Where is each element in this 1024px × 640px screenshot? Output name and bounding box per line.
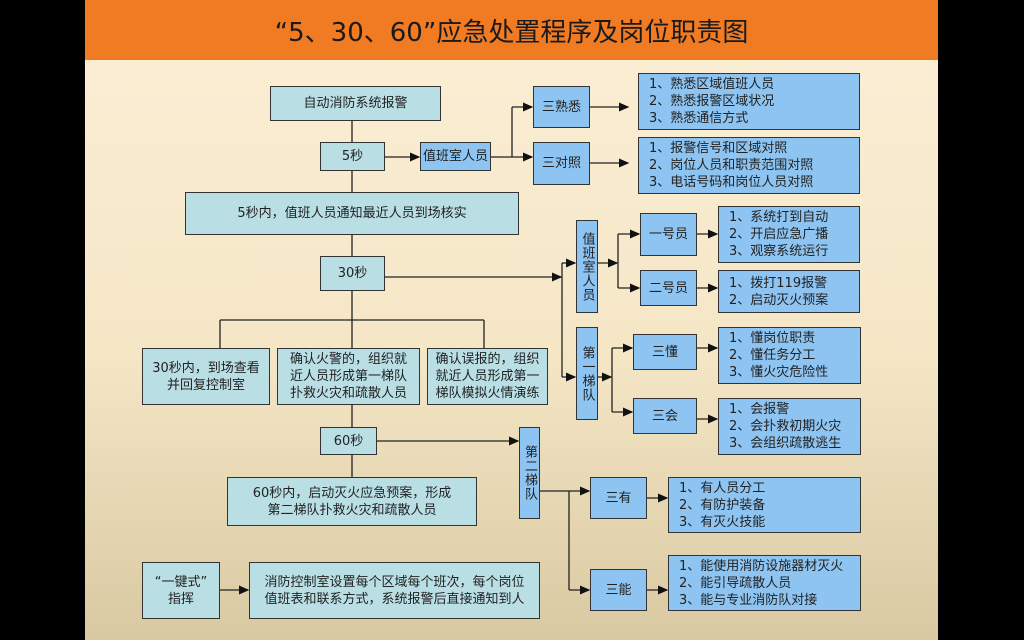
- text-line: 确认火警的，组织就: [289, 352, 407, 367]
- second-team-box: 第二梯队: [519, 427, 540, 519]
- list-item: 1、懂岗位职责: [729, 331, 816, 346]
- text-line: 第二梯队扑救火灾和疏散人员: [267, 502, 437, 518]
- three-familiar-list: 1、熟悉区域值班人员 2、熟悉报警区域状况 3、熟悉通信方式: [638, 73, 860, 130]
- list-item: 1、拨打119报警: [729, 275, 828, 291]
- label: 三懂: [651, 344, 678, 360]
- 5-seconds-label: 5秒: [341, 149, 364, 164]
- list-item: 3、有灭火技能: [679, 514, 766, 530]
- three-understand-list: 1、懂岗位职责 2、懂任务分工 3、懂火灾危险性: [718, 327, 861, 384]
- list-item: 3、观察系统运行: [729, 244, 829, 259]
- three-have-box: 三有: [590, 477, 647, 519]
- text-line: 确认误报的，组织: [435, 352, 540, 367]
- member-2-box: 二号员: [640, 270, 697, 306]
- 30-seconds-label: 30秒: [337, 266, 368, 281]
- 5-seconds-action-label: 5秒内，值班人员通知最近人员到场核实: [237, 206, 467, 221]
- one-key-command-box: “一键式”指挥: [142, 562, 220, 619]
- label: 第一梯队: [579, 345, 595, 402]
- member-1-box: 一号员: [640, 213, 697, 256]
- first-team-box: 第一梯队: [576, 327, 598, 420]
- alarm-label: 自动消防系统报警: [303, 96, 408, 111]
- three-familiar-box: 三熟悉: [533, 86, 590, 128]
- text-line: 扑救火灾和疏散人员: [289, 386, 407, 401]
- list-item: 3、熟悉通信方式: [649, 111, 749, 126]
- label: 二号员: [648, 280, 688, 296]
- list-item: 1、熟悉区域值班人员: [649, 77, 775, 92]
- three-check-box: 三对照: [533, 142, 590, 185]
- 60-seconds-label: 60秒: [333, 433, 364, 449]
- 60-seconds-action-box: 60秒内，启动灭火应急预案，形成第二梯队扑救火灾和疏散人员: [227, 477, 477, 526]
- list-item: 1、会报警: [729, 402, 790, 417]
- label: 三对照: [541, 156, 581, 171]
- list-item: 2、启动灭火预案: [729, 292, 829, 308]
- text-line: “一键式”: [154, 574, 208, 590]
- control-room-box: 消防控制室设置每个区域每个班次，每个岗位值班表和联系方式，系统报警后直接通知到人: [249, 562, 540, 619]
- text-line: 消防控制室设置每个区域每个班次，每个岗位: [264, 574, 525, 590]
- three-check-list: 1、报警信号和区域对照 2、岗位人员和职责范围对照 3、电话号码和岗位人员对照: [638, 137, 860, 194]
- list-item: 3、电话号码和岗位人员对照: [649, 175, 814, 190]
- title-bar: “5、30、60”应急处置程序及岗位职责图: [85, 0, 938, 60]
- list-item: 1、能使用消防设施器材灭火: [679, 558, 844, 574]
- text-line: 指挥: [167, 591, 194, 607]
- list-item: 2、懂任务分工: [729, 348, 816, 363]
- alarm-box: 自动消防系统报警: [270, 86, 441, 121]
- label: 一号员: [648, 227, 688, 242]
- three-understand-box: 三懂: [633, 334, 697, 370]
- list-item: 3、能与专业消防队对接: [679, 592, 818, 608]
- list-item: 2、岗位人员和职责范围对照: [649, 158, 814, 173]
- list-item: 2、有防护装备: [679, 497, 766, 513]
- label: 三熟悉: [541, 99, 581, 115]
- duty-staff-box: 值班室人员: [420, 142, 491, 171]
- 5-seconds-action-box: 5秒内，值班人员通知最近人员到场核实: [185, 192, 519, 235]
- list-item: 3、会组织疏散逃生: [729, 436, 842, 451]
- list-item: 2、会扑救初期火灾: [729, 419, 842, 434]
- confirm-false-alarm-box: 确认误报的，组织就近人员形成第一梯队模拟火情演练: [427, 348, 548, 405]
- duty-room-staff-vertical-box: 值班室人员: [576, 220, 598, 313]
- 30-seconds-check-box: 30秒内，到场查看并回复控制室: [142, 348, 270, 405]
- text-line: 近人员形成第一梯队: [289, 369, 407, 384]
- list-item: 1、有人员分工: [679, 480, 766, 496]
- three-can-box: 三会: [633, 398, 697, 434]
- text-line: 30秒内，到场查看: [152, 360, 260, 376]
- list-item: 2、开启应急广播: [729, 227, 829, 242]
- list-item: 3、懂火灾危险性: [729, 365, 829, 380]
- 5-seconds-box: 5秒: [320, 142, 385, 171]
- text-line: 就近人员形成第一: [435, 369, 540, 384]
- label: 值班室人员: [579, 231, 595, 302]
- 30-seconds-box: 30秒: [320, 256, 385, 291]
- duty-staff-label: 值班室人员: [422, 149, 488, 164]
- three-can-list: 1、会报警 2、会扑救初期火灾 3、会组织疏散逃生: [718, 398, 861, 455]
- list-item: 1、报警信号和区域对照: [649, 141, 788, 156]
- label: 三有: [605, 490, 632, 506]
- label: 三会: [651, 408, 678, 424]
- label: 三能: [605, 582, 632, 598]
- label: 第二梯队: [522, 445, 537, 501]
- list-item: 2、能引导疏散人员: [679, 575, 792, 591]
- text-line: 并回复控制室: [166, 377, 245, 393]
- list-item: 2、熟悉报警区域状况: [649, 94, 775, 109]
- confirm-fire-box: 确认火警的，组织就近人员形成第一梯队扑救火灾和疏散人员: [277, 348, 420, 405]
- text-line: 梯队模拟火情演练: [435, 386, 540, 401]
- text-line: 值班表和联系方式，系统报警后直接通知到人: [264, 591, 525, 607]
- member-1-list: 1、系统打到自动 2、开启应急广播 3、观察系统运行: [718, 206, 860, 263]
- three-able-box: 三能: [590, 569, 647, 611]
- page-title: “5、30、60”应急处置程序及岗位职责图: [274, 17, 749, 48]
- 60-seconds-box: 60秒: [320, 427, 377, 455]
- list-item: 1、系统打到自动: [729, 210, 829, 225]
- text-line: 60秒内，启动灭火应急预案，形成: [252, 485, 452, 501]
